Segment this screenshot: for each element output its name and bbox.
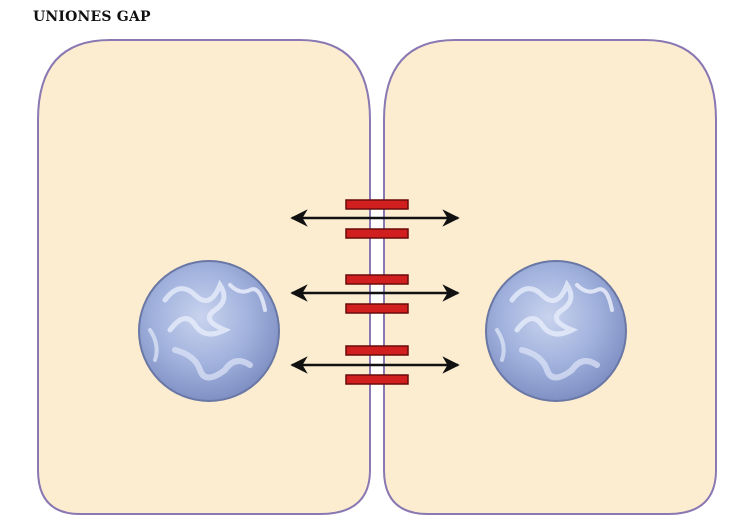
diagram-title: UNIONES GAP	[33, 9, 151, 25]
junction-bar	[345, 199, 409, 210]
junction-bar	[345, 345, 409, 356]
junction-bar	[345, 228, 409, 239]
left-nucleus	[138, 260, 280, 402]
junction-bar	[345, 374, 409, 385]
junction-bar	[345, 303, 409, 314]
right-nucleus	[485, 260, 627, 402]
gap-junctions	[345, 199, 409, 385]
junction-bar	[345, 274, 409, 285]
exchange-arrows	[290, 209, 460, 374]
